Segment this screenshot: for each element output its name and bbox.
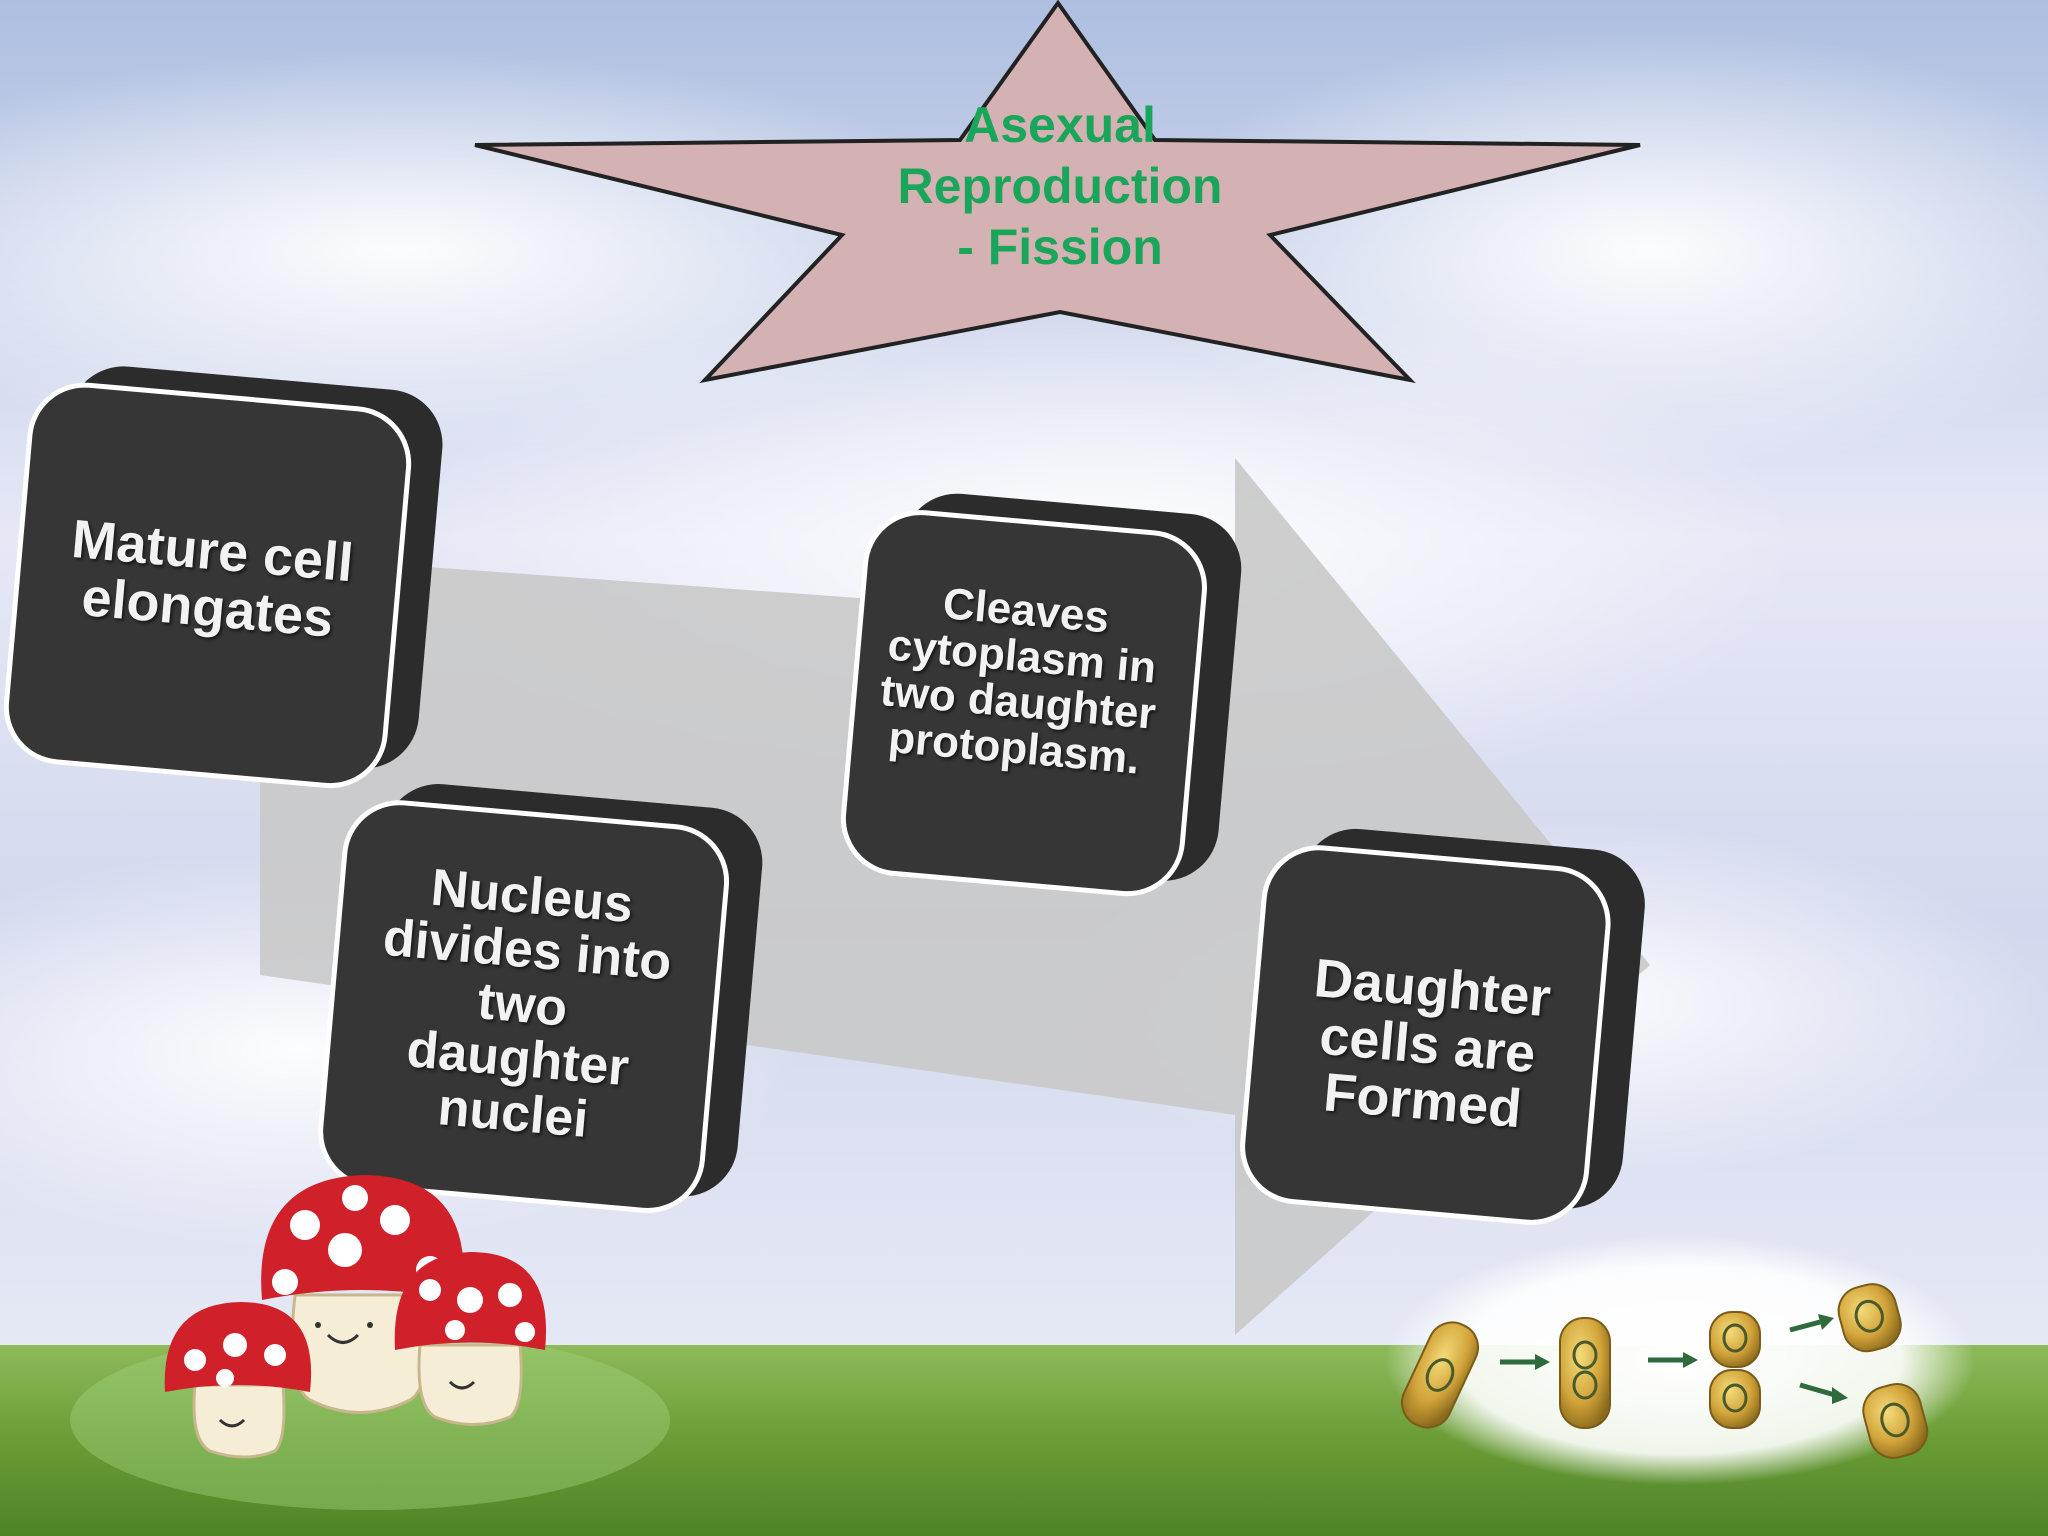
elongated-cell [1559,1317,1611,1429]
daughter-cell-bottom [1862,1383,1929,1459]
daughter-cell-top [1837,1283,1902,1353]
step-box-4 [1240,828,1645,1225]
title-line-2: Reproduction [897,158,1223,214]
mushroom-left [164,1302,312,1459]
step-box-3 [840,493,1242,897]
parent-cell [1400,1321,1480,1429]
step-box-2 [318,784,763,1213]
title-line-3: - Fission [957,219,1163,275]
dividing-cell [1709,1311,1761,1429]
title-line-1: Asexual [964,97,1156,153]
diagram-title: Asexual Reproduction - Fission [860,95,1260,278]
step-box-1 [3,366,443,789]
mushroom-right [394,1252,547,1426]
